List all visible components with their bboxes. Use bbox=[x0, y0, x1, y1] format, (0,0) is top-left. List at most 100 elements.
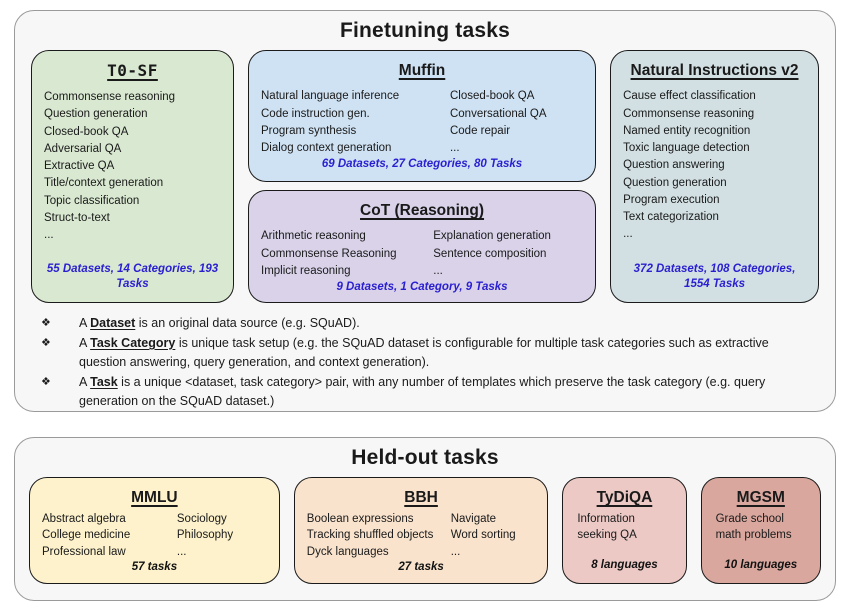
t0sf-stats: 55 Datasets, 14 Categories, 193 Tasks bbox=[46, 262, 219, 291]
definition-rest: is unique task setup (e.g. the SQuAD dat… bbox=[79, 336, 769, 369]
task-item: Professional law bbox=[42, 545, 126, 558]
task-item: Commonsense reasoning bbox=[623, 107, 755, 120]
task-item: Extractive QA bbox=[44, 160, 115, 172]
task-item: Question generation bbox=[44, 108, 148, 121]
task-item: Code repair bbox=[449, 124, 511, 137]
bbh-stats: 27 tasks bbox=[398, 560, 444, 573]
task-item: Arithmetic reasoning bbox=[261, 230, 366, 243]
task-item: Text categorization bbox=[623, 211, 719, 224]
muffin-stats: 69 Datasets, 27 Categories, 80 Tasks bbox=[321, 158, 523, 171]
task-item: Sentence composition bbox=[433, 247, 547, 260]
mmlu-stats: 57 tasks bbox=[131, 560, 178, 573]
task-item: Struct-to-text bbox=[44, 211, 110, 224]
finetuning-title: Finetuning tasks bbox=[339, 19, 511, 42]
task-item: Toxic language detection bbox=[623, 142, 750, 155]
mmlu-title: MMLU bbox=[131, 489, 178, 506]
task-item: ... bbox=[176, 545, 187, 558]
task-item: Philosophy bbox=[176, 529, 234, 542]
niv2-title: Natural Instructions v2 bbox=[630, 62, 799, 79]
definition-prefix: A bbox=[79, 375, 91, 389]
task-item: Word sorting bbox=[450, 529, 516, 542]
task-item: Tracking shuffled objects bbox=[306, 529, 434, 542]
diamond-bullet-icon: ❖ bbox=[41, 317, 51, 329]
definition-dataset: ❖ A Dataset is an original data source (… bbox=[41, 314, 813, 333]
definition-text: A Task Category is unique task setup (e.… bbox=[79, 334, 813, 372]
task-item: Conversational QA bbox=[449, 107, 547, 120]
mgsm-box: MGSM Grade school math problems 10 langu… bbox=[700, 477, 821, 584]
definition-term: Task bbox=[90, 375, 118, 389]
natural-instructions-v2-box: Natural Instructions v2 Cause effect cla… bbox=[610, 50, 819, 303]
mgsm-description: Grade school math problems bbox=[715, 513, 792, 542]
task-item: Commonsense Reasoning bbox=[261, 247, 397, 260]
task-item: Adversarial QA bbox=[44, 142, 122, 155]
definition-term: Dataset bbox=[90, 316, 136, 330]
task-item: Natural language inference bbox=[261, 90, 400, 103]
task-item: Dialog context generation bbox=[261, 142, 392, 155]
definition-rest: is a unique <dataset, task category> pai… bbox=[79, 375, 766, 408]
definition-text: A Dataset is an original data source (e.… bbox=[79, 314, 813, 333]
task-item: Closed-book QA bbox=[44, 125, 129, 138]
muffin-task-list-right: Closed-book QA Conversational QA Code repa… bbox=[450, 88, 583, 157]
task-item: Closed-book QA bbox=[449, 90, 535, 103]
task-item: Implicit reasoning bbox=[261, 264, 351, 277]
mgsm-title: MGSM bbox=[736, 489, 785, 506]
task-item: ... bbox=[449, 142, 460, 155]
definition-prefix: A bbox=[79, 316, 91, 330]
task-item: Commonsense reasoning bbox=[44, 91, 176, 103]
task-item: ... bbox=[623, 228, 633, 241]
mgsm-stats: 10 languages bbox=[724, 559, 798, 572]
task-item: ... bbox=[450, 545, 461, 558]
diamond-bullet-icon: ❖ bbox=[41, 376, 51, 388]
finetuning-section: Finetuning tasks T0-SF Commonsense reaso… bbox=[14, 10, 836, 412]
bbh-title: BBH bbox=[404, 489, 438, 506]
definition-rest: is an original data source (e.g. SQuAD). bbox=[135, 316, 360, 330]
task-item: Question generation bbox=[623, 176, 727, 189]
tydiqa-box: TyDiQA Information seeking QA 8 language… bbox=[562, 477, 687, 584]
task-item: Cause effect classification bbox=[623, 90, 756, 103]
task-item: ... bbox=[433, 264, 443, 277]
tydiqa-title: TyDiQA bbox=[596, 489, 653, 506]
task-item: College medicine bbox=[42, 529, 131, 542]
tydiqa-stats: 8 languages bbox=[591, 559, 658, 572]
task-item: Question answering bbox=[623, 159, 725, 172]
heldout-title: Held-out tasks bbox=[351, 446, 499, 469]
task-item: Named entity recognition bbox=[623, 124, 751, 137]
task-item: Code instruction gen. bbox=[261, 107, 370, 120]
cot-stats: 9 Datasets, 1 Category, 9 Tasks bbox=[336, 281, 508, 294]
task-item: Boolean expressions bbox=[306, 513, 414, 526]
definition-prefix: A bbox=[79, 336, 91, 350]
cot-title: CoT (Reasoning) bbox=[360, 202, 485, 219]
task-item: Navigate bbox=[450, 513, 497, 526]
t0sf-title: T0-SF bbox=[107, 61, 158, 80]
definitions-list: ❖ A Dataset is an original data source (… bbox=[41, 314, 813, 411]
tydiqa-description: Information seeking QA bbox=[577, 513, 637, 542]
muffin-title: Muffin bbox=[398, 62, 446, 79]
task-item: Program synthesis bbox=[261, 124, 357, 137]
definition-task-category: ❖ A Task Category is unique task setup (… bbox=[41, 334, 813, 372]
task-item: Sociology bbox=[176, 513, 227, 526]
task-item: Topic classification bbox=[44, 194, 140, 207]
task-item: Program execution bbox=[623, 193, 720, 206]
task-item: Explanation generation bbox=[433, 230, 551, 243]
